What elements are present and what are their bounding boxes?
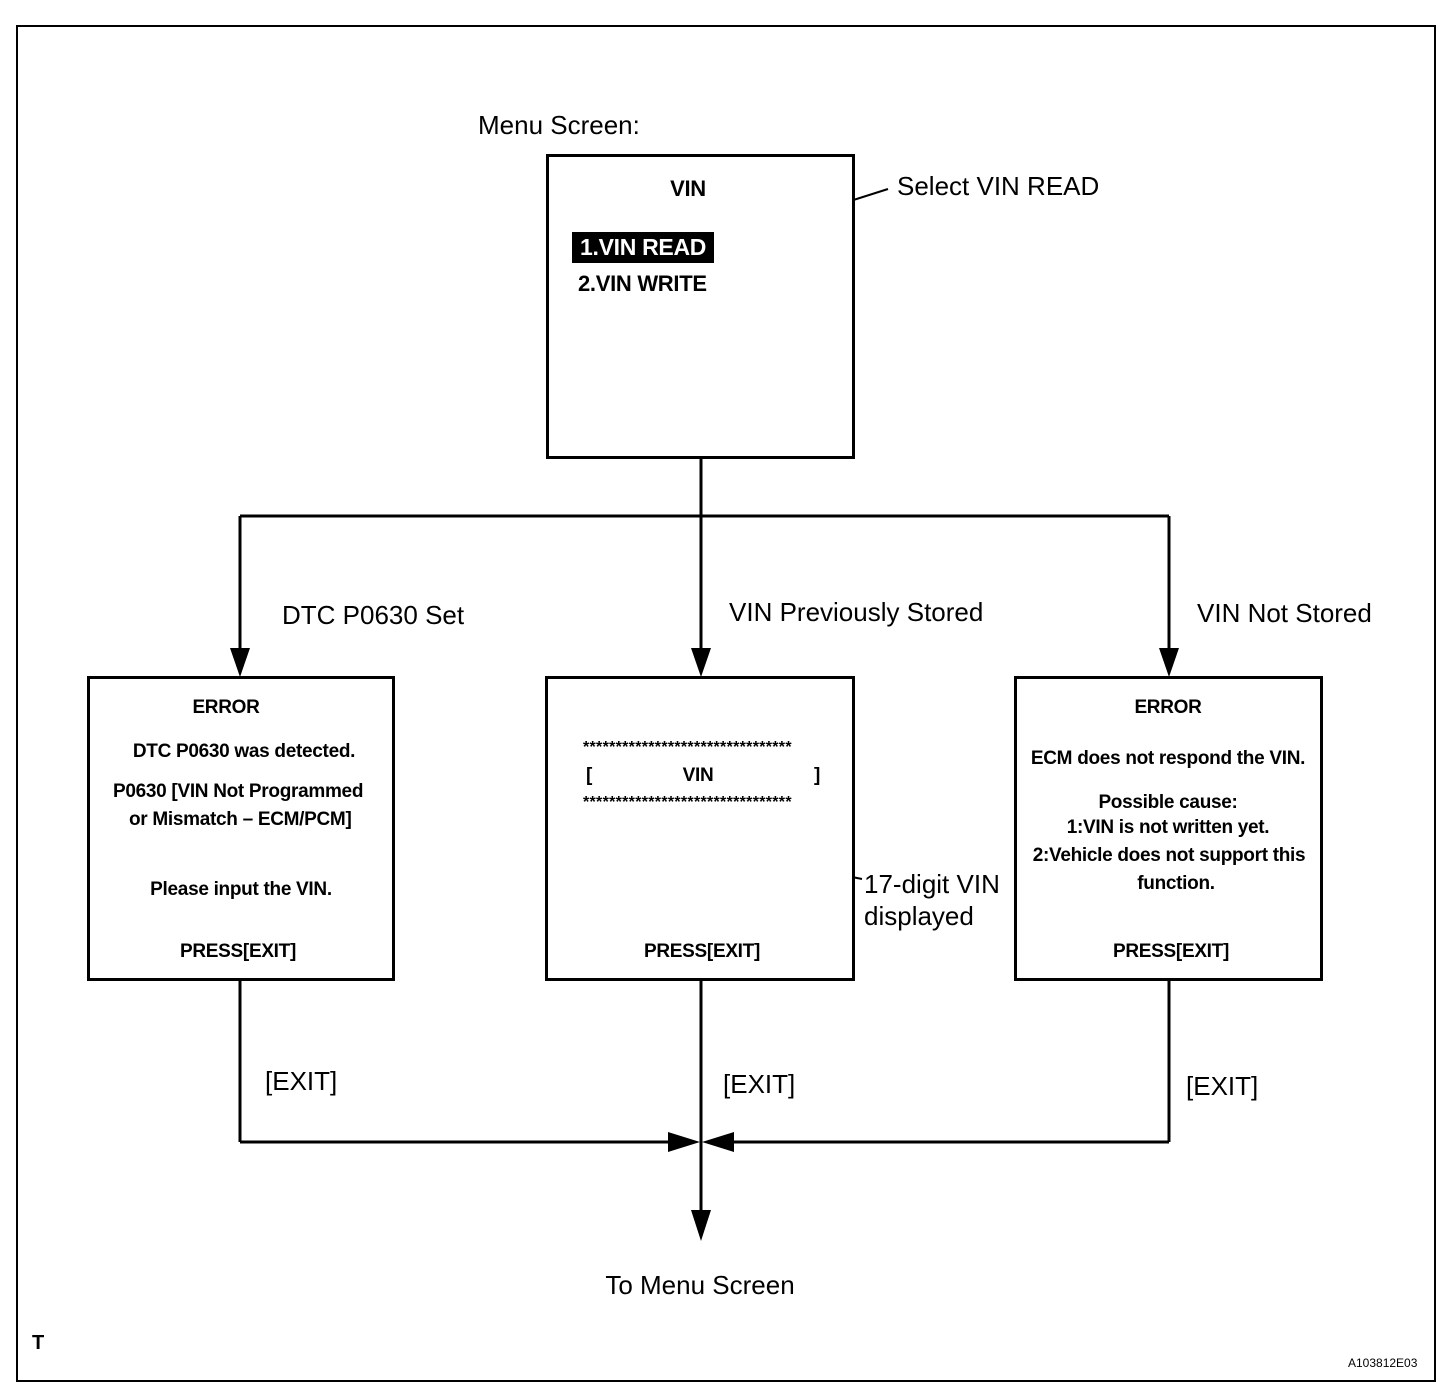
- middle-down-arrowhead: [691, 648, 711, 677]
- exit-label-left: [EXIT]: [265, 1066, 338, 1096]
- diagram-frame: [16, 25, 1436, 1382]
- left-merge-arrowhead: [668, 1132, 700, 1152]
- to-menu-screen-label: To Menu Screen: [605, 1270, 795, 1300]
- menu-item-vin-write[interactable]: 2.VIN WRITE: [578, 271, 707, 296]
- left-down-arrowhead: [230, 648, 250, 677]
- to-menu-arrowhead: [691, 1210, 711, 1241]
- vin-stored-screen: [545, 676, 855, 981]
- input-vin-text: Please input the VIN.: [150, 879, 332, 900]
- no-response-text: ECM does not respond the VIN.: [1030, 748, 1306, 769]
- no-response-press-exit: PRESS[EXIT]: [1113, 941, 1229, 962]
- figure-id: A103812E03: [1348, 1356, 1418, 1370]
- cause-1-text: 1:VIN is not written yet.: [1066, 817, 1270, 838]
- exit-label-right: [EXIT]: [1186, 1071, 1259, 1101]
- vin-bracket-left: [: [586, 765, 593, 786]
- vin-callout-line1: 17-digit VIN: [864, 869, 1000, 899]
- dtc-error-title: ERROR: [192, 697, 260, 718]
- dtc-press-exit: PRESS[EXIT]: [180, 941, 296, 962]
- branch-label-not-stored: VIN Not Stored: [1197, 598, 1372, 628]
- menu-screen-caption: Menu Screen:: [478, 110, 640, 140]
- no-response-error-title: ERROR: [1134, 697, 1202, 718]
- dtc-error-screen: [87, 676, 395, 981]
- no-response-error-screen: [1014, 676, 1323, 981]
- vin-press-exit: PRESS[EXIT]: [644, 941, 760, 962]
- branch-label-dtc: DTC P0630 Set: [282, 600, 465, 630]
- vin-stars-top: ********************************: [583, 739, 792, 756]
- possible-cause-heading: Possible cause:: [1098, 792, 1238, 813]
- menu-item-vin-read[interactable]: 1.VIN READ: [572, 232, 715, 263]
- corner-mark: T: [32, 1332, 45, 1354]
- vin-bracket-right: ]: [814, 765, 821, 786]
- dtc-desc-line1: P0630 [VIN Not Programmed: [113, 781, 364, 802]
- cause-2-text-cont: function.: [1137, 873, 1215, 894]
- select-vin-read-callout: Select VIN READ: [897, 171, 1100, 201]
- vin-callout-line2: displayed: [864, 901, 974, 931]
- menu-screen-box: [546, 154, 855, 459]
- dtc-detected-text: DTC P0630 was detected.: [132, 741, 356, 762]
- exit-label-middle: [EXIT]: [723, 1069, 796, 1099]
- branch-label-stored: VIN Previously Stored: [729, 597, 984, 627]
- menu-title: VIN: [670, 176, 706, 201]
- dtc-desc-line2: or Mismatch – ECM/PCM]: [129, 809, 352, 830]
- vin-value: VIN: [682, 765, 714, 786]
- cause-2-text: 2:Vehicle does not support this: [1032, 845, 1306, 866]
- vin-stars-bottom: ********************************: [583, 794, 792, 811]
- right-merge-arrowhead: [702, 1132, 734, 1152]
- right-down-arrowhead: [1159, 648, 1179, 677]
